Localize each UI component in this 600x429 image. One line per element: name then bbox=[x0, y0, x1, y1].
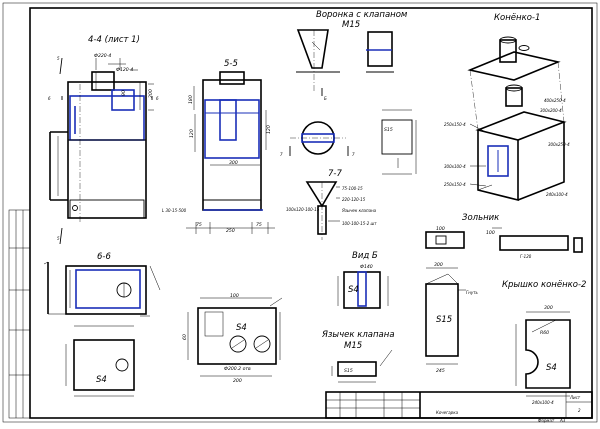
title-stamp: Кочегарка bbox=[436, 410, 459, 415]
dim-height-120b: 120 bbox=[266, 125, 272, 134]
section-4-4-title: 4-4 (лист 1) bbox=[88, 35, 140, 45]
lid-dim-300: 300 bbox=[544, 305, 553, 311]
funnel-note-b: 220-120-15 bbox=[342, 197, 366, 202]
dim-height-120: 120 bbox=[189, 129, 195, 138]
chimney-note-d: 240x100-4 bbox=[546, 192, 568, 197]
chimney-note-e: 250x150-4 bbox=[444, 122, 466, 127]
lid-2: Крышко конёнко-2 S4 R60 300 240х100-4 bbox=[502, 280, 586, 405]
cut-mark-6-left: 6 bbox=[48, 96, 51, 101]
valve-tongue: Язычек клапана М15 S15 bbox=[321, 330, 395, 383]
funnel-note-c: 100x120-100-15 bbox=[286, 207, 320, 212]
section-5-5: 5-5 180 120 120 300 75 250 75 L 30-15-50… bbox=[162, 59, 275, 234]
format-label: Формат bbox=[538, 418, 555, 423]
dim-width-250: 250 bbox=[226, 228, 235, 234]
ash-drawer-title: Зольник bbox=[462, 213, 500, 223]
dim-width-245: 245 bbox=[436, 368, 445, 374]
lid-note: 240х100-4 bbox=[532, 400, 554, 405]
sheet-value: 2 bbox=[578, 408, 581, 413]
plate-s4-center: S4 100 Ф200.2 отв 200 60 bbox=[182, 293, 283, 384]
chimney-note-a: 400x250-4 bbox=[544, 98, 566, 103]
cut-mark-5-top: 5 bbox=[57, 56, 60, 61]
bracket-s15: S15 Гнуть 300 245 bbox=[425, 262, 479, 374]
funnel-note-e: 100-100-15-2 шт bbox=[342, 221, 377, 226]
funnel-mark: М15 bbox=[342, 20, 360, 30]
sheet-label: Лист bbox=[569, 395, 581, 400]
dim-width-200: 200 bbox=[233, 378, 242, 384]
section-6-6-title: 6-6 bbox=[97, 252, 111, 262]
arrow-b-label: Б bbox=[324, 96, 327, 101]
lid-title: Крышко конёнко-2 bbox=[502, 280, 586, 290]
chimney-note-b: 300x200-4 bbox=[540, 108, 562, 113]
valve-plate-s15: S15 bbox=[384, 127, 393, 133]
chimney-note-c: 300x250-4 bbox=[548, 142, 570, 147]
dim-diameter-140: Ф140 bbox=[360, 264, 373, 270]
section-4-4: 4-4 (лист 1) Ф220-4 Ф120-4 200 90 5 5 6 … bbox=[48, 35, 159, 245]
ash-drawer: Зольник 100 100 Г-120 bbox=[425, 213, 583, 259]
ash-dim-100: 100 bbox=[436, 226, 445, 232]
ash-note: Г-120 bbox=[520, 254, 532, 259]
valve-tongue-title: Язычек клапана bbox=[321, 330, 395, 340]
left-margin-strip bbox=[8, 209, 31, 419]
dim-hole-200: Ф200.2 отв bbox=[224, 366, 251, 372]
inner-frame bbox=[29, 7, 593, 419]
dim-width-300: 300 bbox=[229, 160, 238, 166]
dim-width-60: 60 bbox=[182, 334, 188, 340]
pipe-spec: L 30-15-500 bbox=[162, 208, 187, 213]
valve-tongue-s15: S15 bbox=[344, 368, 353, 374]
section-6-6: 6-6 bbox=[43, 252, 161, 315]
funnel-view: Воронка с клапаном М15 Б 7 7 S15 bbox=[280, 10, 417, 175]
dim-width-100: 100 bbox=[230, 293, 239, 299]
cut-mark-5-bottom: 5 bbox=[57, 236, 60, 241]
view-b: Вид Б Ф140 S4 bbox=[337, 251, 389, 309]
dim-pipe-width: Ф120-4 bbox=[116, 67, 133, 73]
chimney-note-f: 300x100-4 bbox=[444, 164, 466, 169]
funnel-note-d: Язычек клапана bbox=[341, 208, 377, 213]
ash-dim-100b: 100 bbox=[486, 230, 495, 236]
valve-tongue-mark: М15 bbox=[344, 341, 362, 351]
dim-width-75a: 75 bbox=[196, 222, 202, 228]
chimney-title: Конёнко-1 bbox=[494, 13, 540, 23]
outer-border bbox=[2, 2, 598, 423]
bend-note: Гнуть bbox=[466, 290, 479, 295]
title-block: Кочегарка Формат А3 Лист 2 bbox=[325, 391, 593, 423]
dim-height-200: 200 bbox=[148, 89, 154, 98]
plate-s4-label: S4 bbox=[96, 375, 107, 385]
format-value: А3 bbox=[559, 418, 566, 423]
view-b-title: Вид Б bbox=[352, 251, 378, 261]
cut-mark-6-right: 6 bbox=[156, 96, 159, 101]
dim-height-90: 90 bbox=[121, 90, 127, 96]
dim-height-180: 180 bbox=[188, 95, 194, 104]
cut-mark-7-right: 7 bbox=[352, 152, 355, 157]
section-7-7: 7-7 75-100-15 220-120-15 Язычек клапана … bbox=[286, 169, 377, 240]
lid-s4: S4 bbox=[546, 363, 557, 373]
funnel-title: Воронка с клапаном bbox=[316, 10, 408, 20]
plate-center-label: S4 bbox=[236, 323, 247, 333]
section-7-7-title: 7-7 bbox=[328, 169, 342, 179]
funnel-note-a: 75-100-15 bbox=[342, 186, 363, 191]
bracket-label: S15 bbox=[436, 315, 452, 325]
section-5-5-title: 5-5 bbox=[224, 59, 238, 69]
plate-s4-small: S4 bbox=[65, 315, 150, 397]
chimney-isometric: Конёнко-1 400x250-4 300x200-4 300x250-4 … bbox=[444, 13, 570, 202]
dim-width-300b: 300 bbox=[434, 262, 443, 268]
dim-pipe-top: Ф220-4 bbox=[94, 53, 111, 59]
cut-mark-7-left: 7 bbox=[280, 152, 283, 157]
chimney-note-e2: 250x150-4 bbox=[444, 182, 466, 187]
view-b-s4: S4 bbox=[348, 285, 359, 295]
dim-width-75b: 75 bbox=[256, 222, 262, 228]
lid-r60: R60 bbox=[540, 330, 549, 336]
